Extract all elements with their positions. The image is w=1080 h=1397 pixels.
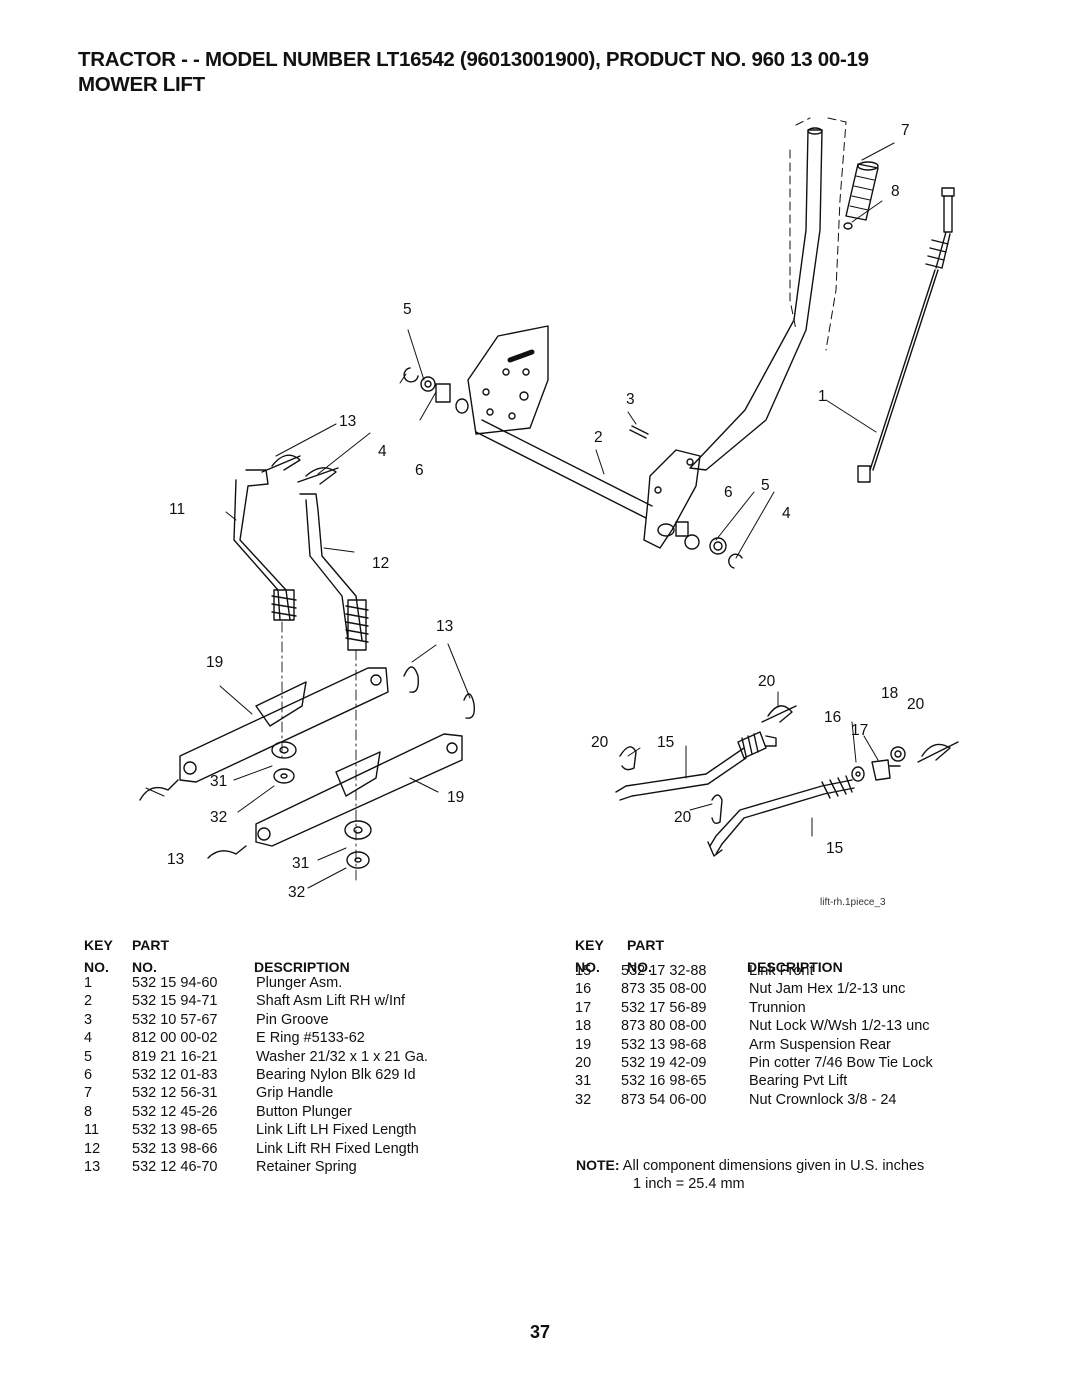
callout-13: 13 <box>436 618 453 635</box>
pin-groove <box>629 425 649 439</box>
leader-lines <box>145 142 895 889</box>
header-key-no: NO. <box>575 959 600 975</box>
callout-19: 19 <box>206 654 223 671</box>
header-key: KEY <box>84 937 113 953</box>
callout-2: 2 <box>594 429 603 446</box>
header-part-no: NO. <box>132 959 157 975</box>
callout-12: 12 <box>372 555 389 572</box>
callout-11: 11 <box>169 501 185 518</box>
mounting-plate <box>467 325 549 435</box>
callout-6: 6 <box>415 462 424 479</box>
page-title: TRACTOR - - MODEL NUMBER LT16542 (960130… <box>78 48 869 71</box>
header-description: DESCRIPTION <box>254 959 350 975</box>
callout-13: 13 <box>167 851 184 868</box>
header-key-no: NO. <box>84 959 109 975</box>
callout-31: 31 <box>292 855 309 872</box>
callout-15: 15 <box>657 734 674 751</box>
callout-20: 20 <box>591 734 609 751</box>
lift-shaft <box>475 419 653 519</box>
header-part: PART <box>627 937 665 953</box>
callout-20: 20 <box>758 673 776 690</box>
callout-19: 19 <box>447 789 464 806</box>
diagram-reference: lift-rh.1piece_3 <box>820 897 886 908</box>
link-front-upper <box>615 747 747 801</box>
note-conversion: 1 inch = 25.4 mm <box>633 1176 745 1193</box>
arm-suspension-upper <box>179 667 389 783</box>
callout-17: 17 <box>851 722 868 739</box>
callout-15: 15 <box>826 840 843 857</box>
lift-handle <box>689 129 823 471</box>
callout-13: 13 <box>339 413 356 430</box>
callout-3: 3 <box>626 391 635 408</box>
shaft-bracket <box>643 449 701 549</box>
callout-18: 18 <box>881 685 898 702</box>
header-part-no: NO. <box>627 959 652 975</box>
note-label: NOTE: <box>576 1157 620 1173</box>
callout-32: 32 <box>288 884 305 901</box>
callout-8: 8 <box>891 183 900 200</box>
handle-phantom-outline <box>789 117 847 351</box>
plunger-rod <box>935 195 953 269</box>
mower-lift-exploded-diagram: 7 8 5 1 3 13 2 4 6 6 5 11 4 12 13 19 20 … <box>139 117 959 908</box>
callout-31: 31 <box>210 773 227 790</box>
callout-16: 16 <box>824 709 841 726</box>
header-part: PART <box>132 937 170 953</box>
callout-20: 20 <box>674 809 692 826</box>
callout-5: 5 <box>403 301 412 318</box>
table-header: KEY PART NO. NO. DESCRIPTION <box>575 936 1015 975</box>
callout-4: 4 <box>378 443 387 460</box>
grip-handle <box>845 163 879 221</box>
header-key: KEY <box>575 937 604 953</box>
callout-20: 20 <box>907 696 925 713</box>
callout-1: 1 <box>818 388 827 405</box>
arm-suspension-lower <box>255 733 463 847</box>
callout-6: 6 <box>724 484 733 501</box>
header-description: DESCRIPTION <box>747 959 843 975</box>
callout-4: 4 <box>782 505 791 522</box>
callout-7: 7 <box>901 122 910 139</box>
section-title: MOWER LIFT <box>78 73 205 96</box>
page-number: 37 <box>529 1322 551 1342</box>
trunnion <box>871 759 901 781</box>
table-header: KEY PART NO. NO. DESCRIPTION <box>84 936 504 975</box>
dimension-note: NOTE: All component dimensions given in … <box>576 1156 924 1194</box>
link-lift-rh <box>299 493 363 641</box>
note-text: All component dimensions given in U.S. i… <box>622 1158 925 1174</box>
callout-5: 5 <box>761 477 770 494</box>
callout-32: 32 <box>210 809 227 826</box>
